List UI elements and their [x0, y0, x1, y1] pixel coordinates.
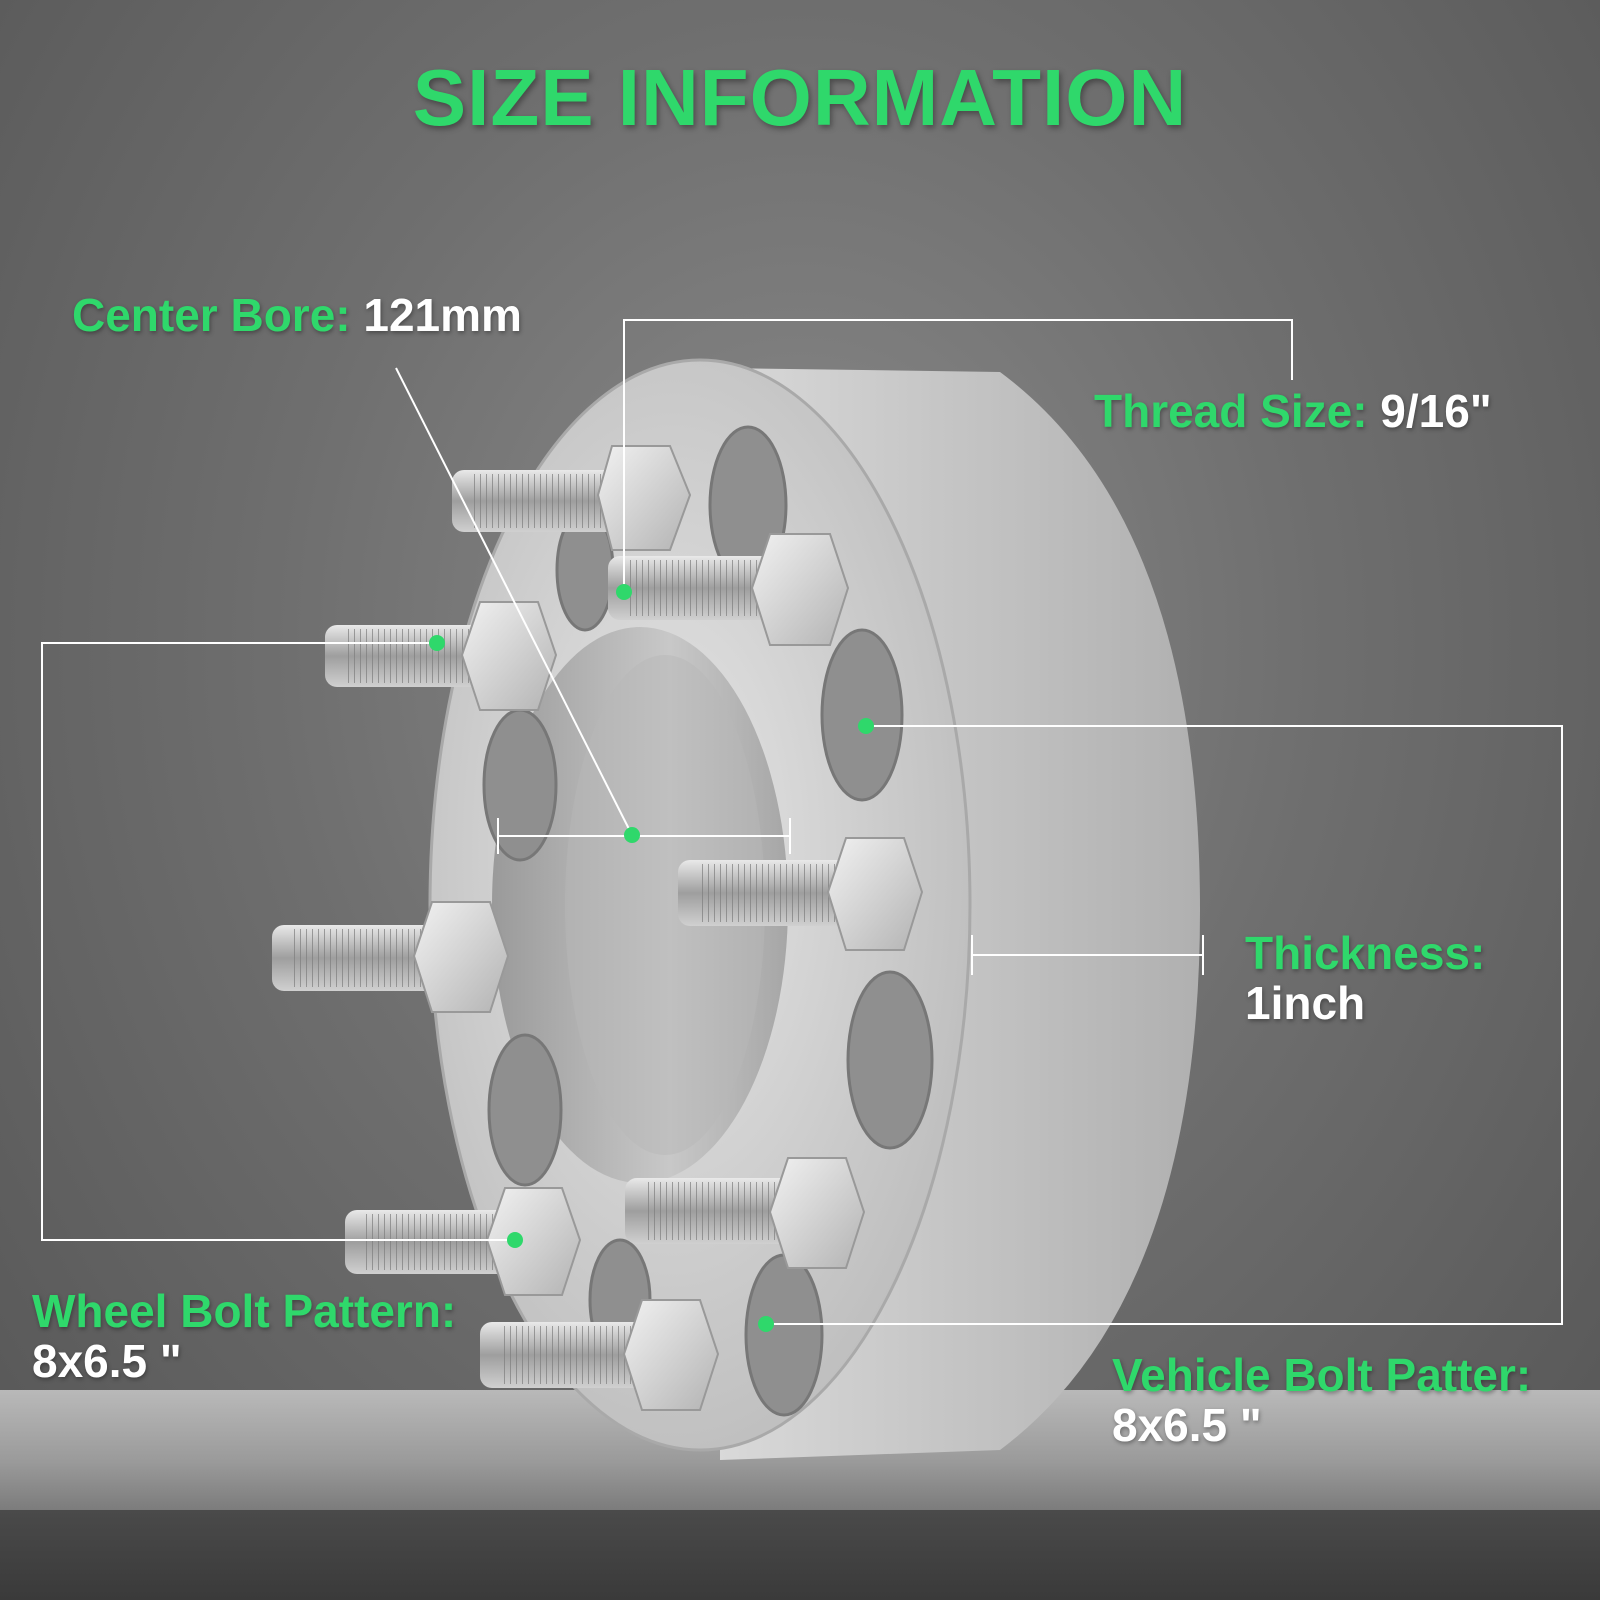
floor-shadow: [0, 1510, 1600, 1600]
callout-dots: [429, 584, 874, 1332]
thread-size-value: 9/16": [1380, 385, 1492, 437]
wheel-bolt-pattern-callout: Wheel Bolt Pattern: 8x6.5 ": [32, 1286, 456, 1386]
page-title: SIZE INFORMATION: [412, 53, 1188, 142]
thread-size-label: Thread Size:: [1094, 385, 1368, 437]
stud-3: [325, 601, 558, 711]
stud-1: [452, 445, 692, 551]
vehicle-bolt-pattern-callout: Vehicle Bolt Patter: 8x6.5 ": [1112, 1350, 1531, 1450]
center-bore-label: Center Bore:: [72, 289, 351, 341]
vehicle-bolt-pattern-value: 8x6.5 ": [1112, 1399, 1262, 1451]
center-bore-callout: Center Bore: 121mm: [72, 290, 522, 340]
stud-7: [345, 1187, 582, 1296]
bolt-holes: [482, 425, 934, 1417]
stud-4: [678, 837, 924, 951]
wheel-studs: [272, 445, 924, 1411]
wheel-bolt-pattern-value: 8x6.5 ": [32, 1335, 182, 1387]
stud-2: [608, 533, 850, 646]
callout-lines: [41, 319, 1563, 1325]
stud-6: [625, 1157, 866, 1269]
vehicle-bolt-pattern-label: Vehicle Bolt Patter:: [1112, 1349, 1532, 1401]
stud-5: [272, 901, 510, 1013]
thickness-label: Thickness:: [1245, 927, 1486, 979]
thickness-value: 1inch: [1245, 977, 1366, 1029]
center-bore-value: 121mm: [363, 289, 522, 341]
wheel-bolt-pattern-label: Wheel Bolt Pattern:: [32, 1285, 457, 1337]
thread-size-callout: Thread Size: 9/16": [1094, 386, 1492, 436]
thickness-callout: Thickness: 1inch: [1245, 928, 1485, 1028]
stud-8: [480, 1299, 720, 1411]
